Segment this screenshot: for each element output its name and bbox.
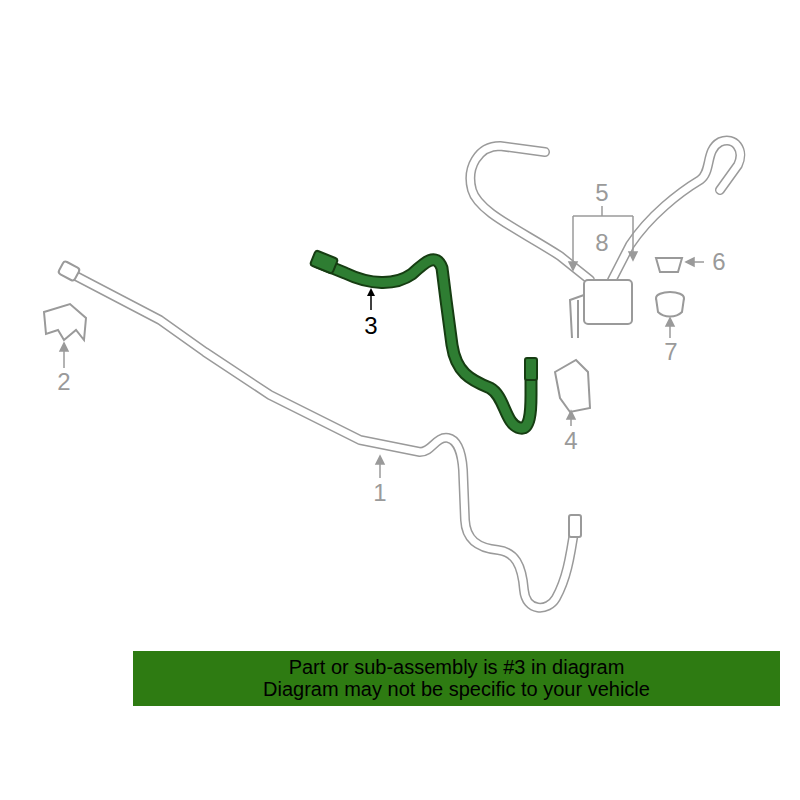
pipe-body	[470, 146, 590, 280]
clip	[555, 360, 590, 412]
arrow-head	[666, 318, 674, 326]
arrow-head	[686, 258, 694, 266]
callout-number: 4	[564, 429, 577, 453]
callout-number: 2	[57, 370, 70, 394]
valve-block	[584, 280, 632, 324]
arrow-head	[567, 411, 575, 419]
callout-number: 8	[595, 231, 608, 255]
callout-number: 3	[364, 314, 377, 338]
fitting	[310, 250, 338, 274]
grommet	[656, 298, 684, 317]
fitting	[525, 358, 537, 380]
fitting	[569, 515, 581, 537]
notice-text: Part or sub-assembly is #3 in diagram	[141, 656, 772, 678]
pipe-outline	[470, 146, 590, 280]
bracket	[570, 295, 584, 338]
notice-band: Part or sub-assembly is #3 in diagramDia…	[133, 651, 780, 706]
callout-number: 6	[712, 250, 725, 274]
pipe-outline	[612, 141, 740, 280]
notice-text: Diagram may not be specific to your vehi…	[141, 678, 772, 700]
arrow-head	[60, 343, 68, 351]
callout-number: 5	[595, 181, 608, 205]
callout-number: 1	[373, 481, 386, 505]
pipe-outline	[72, 274, 575, 608]
clip	[44, 304, 86, 340]
pipe-body	[612, 141, 740, 280]
arrow-head	[367, 288, 375, 296]
leader-line	[573, 206, 633, 266]
callout-number: 7	[664, 340, 677, 364]
cap	[656, 258, 682, 272]
leader-line	[370, 294, 372, 310]
arrow-head	[376, 456, 384, 464]
pipe-body	[72, 274, 575, 608]
fitting	[58, 261, 80, 282]
highlighted-tube-outline	[318, 260, 531, 428]
highlighted-tube	[318, 260, 531, 428]
